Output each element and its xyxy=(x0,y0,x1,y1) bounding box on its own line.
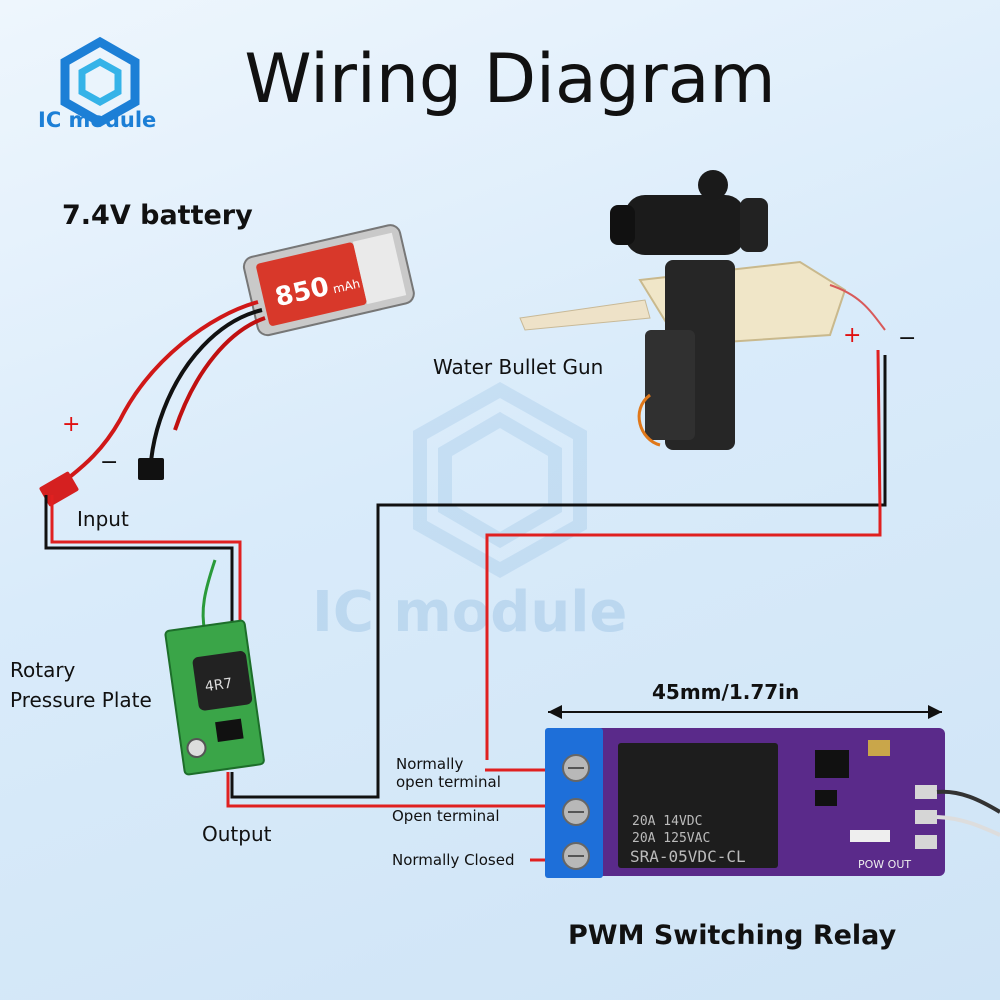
relay-title: PWM Switching Relay xyxy=(568,920,897,951)
brand-logo-icon xyxy=(60,36,140,128)
regulator-label-line2: Pressure Plate xyxy=(10,688,152,712)
gun-plus-sign: + xyxy=(843,323,862,348)
relay-pin-labels: POW OUT xyxy=(858,858,911,871)
water-bullet-gun xyxy=(519,170,886,450)
rotary-pressure-plate-board: 4R7 xyxy=(164,619,265,776)
battery-connector-red xyxy=(39,471,79,507)
pwm-relay-board: 20A 14VDC 20A 125VAC SRA-05VDC-CL POW OU… xyxy=(545,728,1000,878)
terminal-normally-open-line2: open terminal xyxy=(396,773,501,791)
regulator-label-line1: Rotary xyxy=(10,658,76,682)
battery-label: 7.4V battery xyxy=(62,200,253,231)
relay-chip-line1: 20A 14VDC xyxy=(632,814,702,829)
output-label: Output xyxy=(202,822,272,846)
dimension-arrow xyxy=(548,705,942,719)
page-title: Wiring Diagram xyxy=(244,40,776,119)
watermark-hexagon-icon xyxy=(413,381,587,579)
terminal-open: Open terminal xyxy=(392,807,500,825)
input-label: Input xyxy=(77,507,129,531)
battery-unit-text: mAh xyxy=(331,276,361,296)
terminal-normally-open-line1: Normally xyxy=(396,755,464,773)
battery-connector-black xyxy=(138,458,164,480)
relay-dimension-label: 45mm/1.77in xyxy=(652,680,800,704)
relay-chip-model: SRA-05VDC-CL xyxy=(630,847,746,866)
gun-label: Water Bullet Gun xyxy=(433,355,604,379)
battery-plus-sign: + xyxy=(62,412,81,437)
relay-chip-line2: 20A 125VAC xyxy=(632,831,710,846)
terminal-normally-closed: Normally Closed xyxy=(392,851,515,869)
gun-minus-sign: − xyxy=(898,326,917,351)
battery-pack: 850 mAh xyxy=(242,224,415,337)
inductor-chip-text: 4R7 xyxy=(204,675,234,695)
brand-name: IC module xyxy=(38,108,157,132)
battery-minus-sign: − xyxy=(100,450,119,475)
watermark-text: IC module xyxy=(312,580,628,645)
